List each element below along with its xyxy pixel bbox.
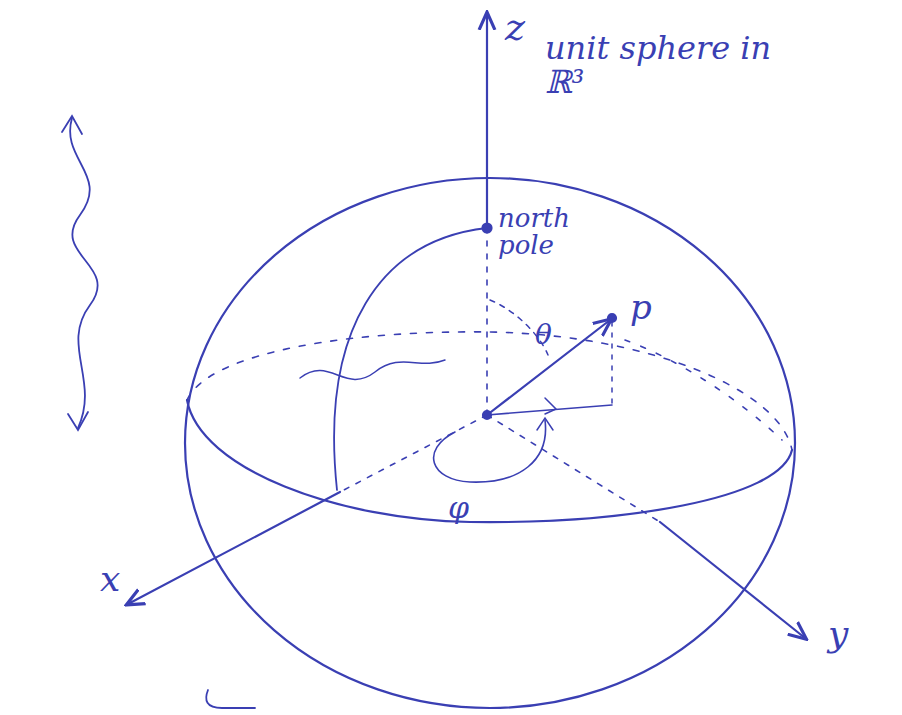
phi-arc	[434, 420, 546, 482]
phi-arrow	[537, 418, 553, 430]
x-axis-hidden	[340, 415, 487, 492]
projection-arrow	[545, 398, 556, 414]
point-label: north pole	[498, 205, 588, 260]
wavy-line	[300, 360, 445, 379]
sphere-outline	[185, 178, 795, 708]
axis-label: z	[505, 8, 525, 48]
z-axis	[486, 14, 488, 228]
projection-drop	[611, 322, 613, 405]
p-meridian	[625, 340, 782, 440]
meridian	[334, 228, 487, 490]
y-axis-hidden	[487, 415, 660, 522]
squiggle-head-bottom	[68, 412, 88, 430]
sphere-title: unit sphere in ℝ³	[545, 32, 795, 99]
axis-label: x	[100, 560, 120, 598]
angle-label: φ	[448, 492, 469, 524]
point-p	[608, 314, 616, 322]
squiggle	[70, 118, 98, 428]
point-label: p	[630, 290, 652, 326]
squiggle-head-top	[62, 116, 82, 134]
vector-p	[487, 320, 610, 415]
bracket-mark	[206, 690, 255, 708]
z-axis-hidden	[486, 232, 488, 415]
x-axis	[128, 492, 340, 604]
equator-back	[187, 332, 792, 450]
axis-label: y	[828, 615, 848, 653]
y-axis	[660, 522, 805, 638]
equator-front	[187, 400, 792, 522]
projection-line	[487, 405, 612, 415]
angle-label: θ	[535, 320, 552, 349]
